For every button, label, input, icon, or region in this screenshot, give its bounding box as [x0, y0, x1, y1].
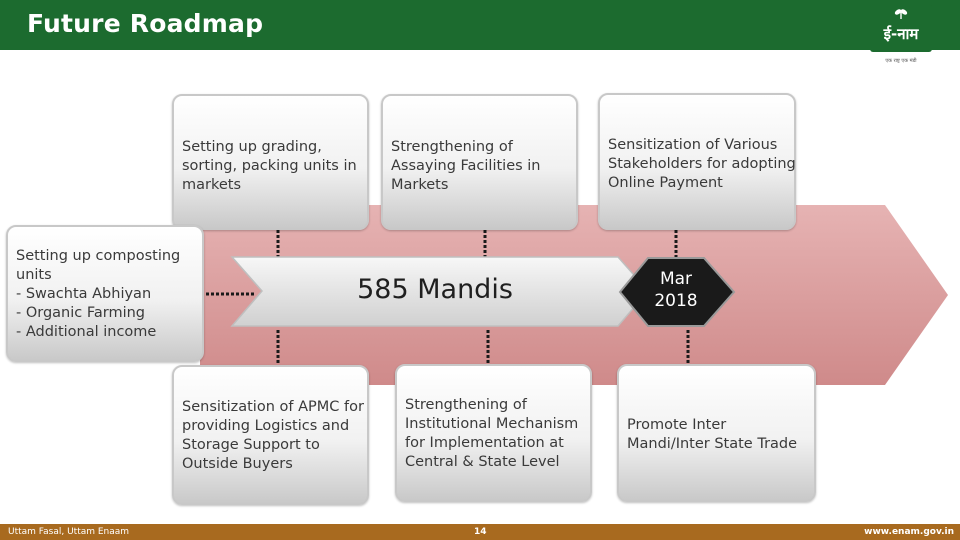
header-bar: Future Roadmap [0, 0, 960, 50]
card-online-payment: Sensitization of Various Stakeholders fo… [598, 93, 796, 230]
page-number: 14 [474, 527, 487, 537]
leaf-icon [894, 9, 908, 19]
logo-text: ई-नाम [883, 25, 919, 43]
footer-bar: Uttam Fasal, Uttam Enaam 14 www.enam.gov… [0, 524, 960, 540]
center-chevron [230, 256, 649, 327]
connector-lines [206, 230, 690, 368]
logo-tagline: एक राष्ट्र एक मंडी [885, 58, 917, 64]
milestone-label: Mar 2018 [640, 268, 712, 312]
card-assaying-facilities: Strengthening of Assaying Facilities in … [381, 94, 578, 230]
slide-title: Future Roadmap [27, 9, 264, 38]
card-inter-mandi-trade: Promote Inter Mandi/Inter State Trade [617, 364, 816, 502]
milestone-year: 2018 [654, 291, 698, 311]
enam-logo: ई-नाम [870, 4, 932, 52]
center-label: 585 Mandis [357, 274, 513, 305]
website-link[interactable]: www.enam.gov.in [864, 527, 954, 537]
milestone-month: Mar [659, 269, 693, 289]
card-institutional-mechanism: Strengthening of Institutional Mechanism… [395, 364, 592, 502]
card-apmc-logistics: Sensitization of APMC for providing Logi… [172, 365, 369, 505]
card-composting-units: Setting up composting units - Swachta Ab… [6, 225, 204, 362]
milestone-marker [618, 257, 736, 327]
footer-slogan: Uttam Fasal, Uttam Enaam [8, 527, 130, 537]
card-grading-units: Setting up grading, sorting, packing uni… [172, 94, 369, 230]
